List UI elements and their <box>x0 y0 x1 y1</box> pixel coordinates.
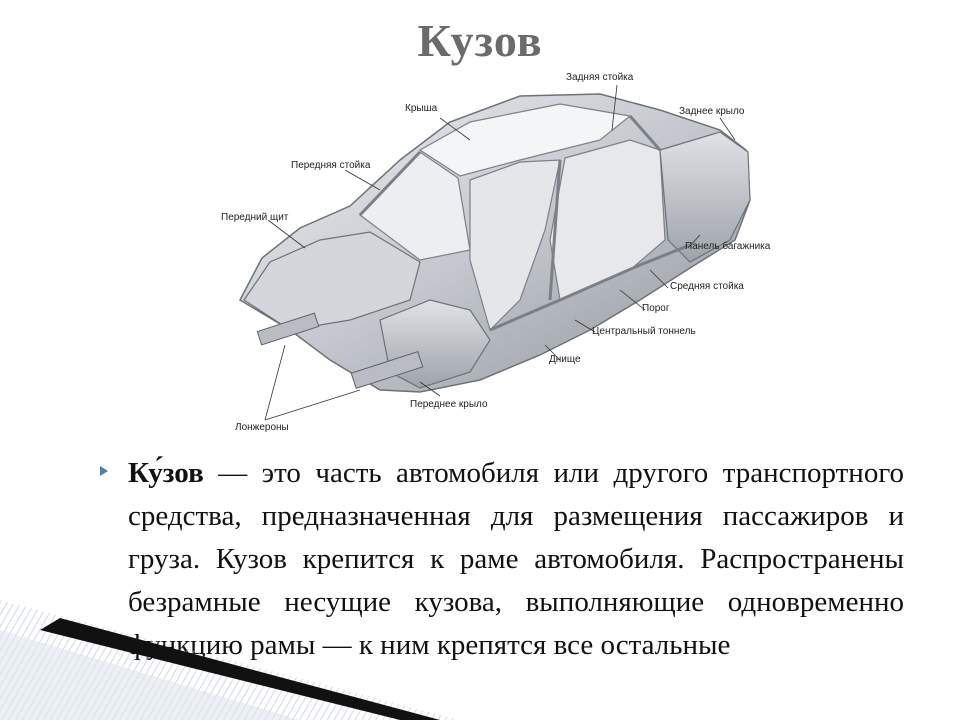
label-front-wing: Переднее крыло <box>410 399 488 410</box>
bullet-marker-icon <box>100 466 108 476</box>
label-side-members: Лонжероны <box>235 422 289 433</box>
label-floor: Днище <box>549 354 581 365</box>
label-trunk-panel: Панель багажника <box>685 241 771 252</box>
side-member-right <box>350 350 424 390</box>
rear-door-opening <box>549 139 666 301</box>
front-door-opening <box>469 159 561 332</box>
side-member-left <box>256 312 320 346</box>
label-rear-wing: Заднее крыло <box>679 106 745 117</box>
term-dash: — <box>203 457 248 489</box>
definition-body: это часть автомобиля или другого транспо… <box>128 457 904 661</box>
definition-text: Ку́зов — это часть автомобиля или другог… <box>128 452 904 667</box>
front-pillar-line <box>358 150 422 217</box>
label-roof: Крыша <box>405 103 438 114</box>
label-front-panel: Передний щит <box>221 212 289 223</box>
rear-quarter <box>659 131 751 263</box>
label-middle-pillar: Средняя стойка <box>670 281 744 292</box>
roof-opening <box>418 103 632 177</box>
label-sill: Порог <box>642 303 670 314</box>
rear-pillar-line <box>628 115 662 151</box>
corner-decoration <box>0 600 460 720</box>
term: Ку́зов <box>128 457 204 489</box>
car-body-illustration <box>239 84 751 421</box>
label-front-pillar: Передняя стойка <box>291 160 371 171</box>
sill-line <box>489 243 691 332</box>
slide-title: Кузов <box>417 15 543 66</box>
leader-lines <box>264 84 736 421</box>
middle-pillar-line <box>548 159 562 301</box>
label-central-tunnel: Центральный тоннель <box>592 326 696 337</box>
car-body-diagram: Задняя стойка Крыша Заднее крыло Передня… <box>221 72 771 433</box>
light-band <box>0 630 300 720</box>
label-rear-pillar: Задняя стойка <box>566 72 634 83</box>
dark-swoosh <box>40 618 440 720</box>
